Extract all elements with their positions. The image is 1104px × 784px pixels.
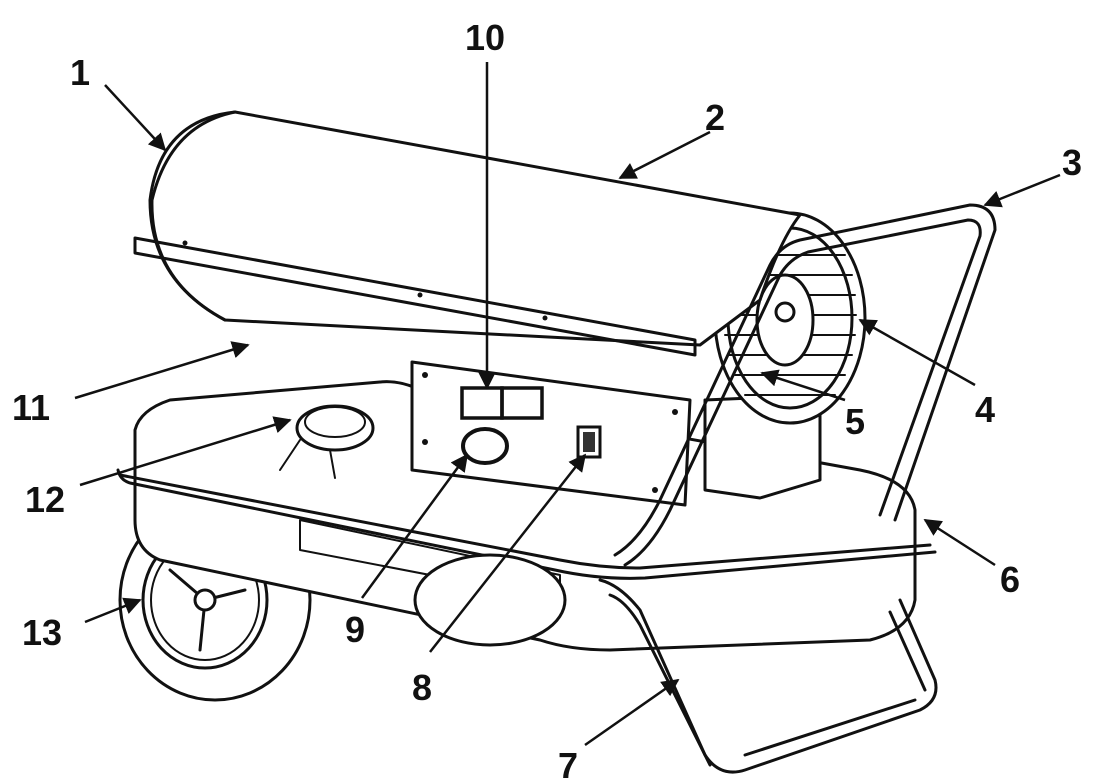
- callout-2: 2: [705, 97, 725, 138]
- callout-10: 10: [465, 17, 505, 58]
- control-panel: [410, 360, 692, 507]
- fuel-cap: [279, 404, 375, 479]
- callout-13: 13: [22, 612, 62, 653]
- callout-7: 7: [558, 745, 578, 784]
- thermostat-knob: [461, 427, 509, 465]
- callout-3: 3: [1062, 142, 1082, 183]
- callout-11: 11: [12, 387, 50, 428]
- handle: [613, 203, 997, 567]
- callout-12: 12: [25, 479, 65, 520]
- callout-8: 8: [412, 667, 432, 708]
- callout-9: 9: [345, 609, 365, 650]
- callout-labels: 1 2 3 4 5 6 7 8 9 10 11 12 13: [12, 17, 1082, 784]
- front-stand: [598, 578, 938, 774]
- callout-6: 6: [1000, 559, 1020, 600]
- callout-5: 5: [845, 401, 865, 442]
- power-switch: [576, 425, 602, 459]
- combustion-chamber: [133, 110, 802, 357]
- callout-1: 1: [70, 52, 90, 93]
- callout-4: 4: [975, 389, 995, 430]
- leader-lines: [74, 62, 1061, 747]
